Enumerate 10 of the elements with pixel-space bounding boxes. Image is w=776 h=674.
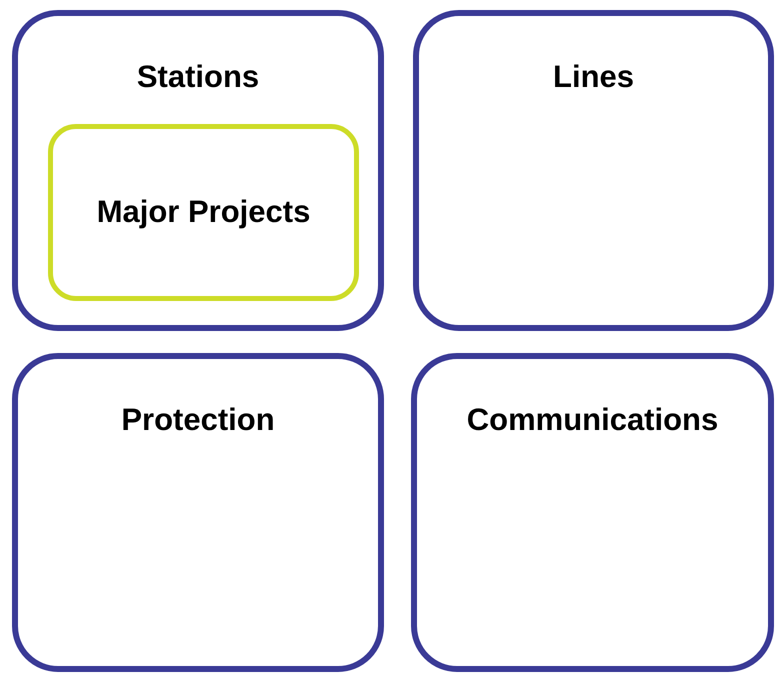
box-title: Lines [552, 58, 635, 96]
rounded-box [413, 10, 774, 331]
box-title: Communications [466, 401, 720, 439]
rounded-box [411, 353, 774, 672]
rounded-box [12, 10, 384, 331]
box-title: Stations [136, 58, 260, 96]
inner-rounded-box [48, 124, 359, 301]
box-title: Major Projects [96, 193, 310, 232]
box-title: Protection [120, 401, 276, 439]
rounded-box [12, 353, 384, 672]
